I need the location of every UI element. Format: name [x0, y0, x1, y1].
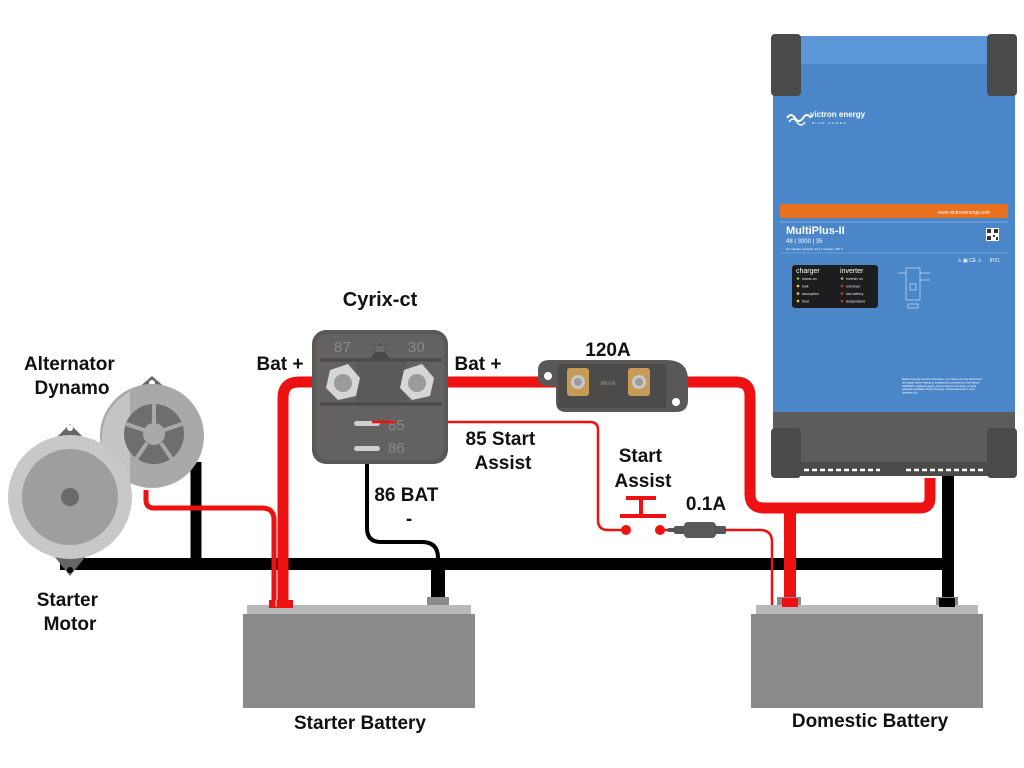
inverter-led-label: low battery [846, 292, 864, 296]
label-start-assist-switch: Start Assist [614, 446, 672, 492]
inverter-body [773, 36, 1015, 476]
positive-starter-to-relay87 [277, 376, 334, 606]
multiplus-inverter[interactable]: victron energy BLUE POWER www.victronene… [771, 34, 1017, 478]
charger-led-label: absorption [802, 292, 819, 296]
starter-battery[interactable] [243, 597, 475, 708]
negative-relay-86 [365, 450, 440, 564]
mega-fuse-120a[interactable]: MEGA [538, 360, 688, 412]
certification-icons: ⚠ ▣ CE ⚠ [957, 258, 982, 264]
relay-terminal-85-label: 85 [388, 417, 405, 434]
inverter-model: MultiPlus-II [786, 225, 845, 237]
starter-battery-terminal-neg [427, 597, 449, 607]
relay-terminal-87-label: 87 [334, 339, 351, 356]
inverter-vent-strip [801, 462, 987, 476]
label-starter-motor: Starter Motor [37, 590, 104, 635]
inline-fuse-0-1a[interactable] [668, 522, 726, 538]
domestic-battery[interactable] [751, 597, 983, 708]
inverter-spec: 48 | 3000 | 35 [786, 239, 823, 245]
label-bat-plus-right: Bat + [455, 354, 502, 375]
alternator-dynamo[interactable] [100, 376, 204, 488]
label-cyrix-ct: Cyrix-ct [343, 289, 418, 311]
victron-logo-icon [786, 114, 812, 122]
inverter-orange-stripe [780, 204, 1008, 218]
relay-terminal-30-label: 30 [408, 339, 425, 356]
label-starter-battery: Starter Battery [294, 713, 426, 734]
domestic-battery-body [751, 614, 983, 708]
positive-fuse-to-domestic [640, 376, 936, 514]
relay-terminal-87[interactable] [326, 364, 360, 400]
label-85-start-assist: 85 Start Assist [466, 429, 541, 474]
inverter-bracket-bottom-right [987, 428, 1017, 478]
starter-motor-mount-bottom [54, 556, 86, 576]
inverter-website: www.victronenergy.com [938, 210, 990, 216]
diagram-labels: Alternator Dynamo Starter Motor Cyrix-ct… [24, 289, 949, 734]
victron-tagline: BLUE POWER [812, 121, 847, 125]
inverter-led-label: overload [846, 285, 860, 289]
inverter-heading: inverter [840, 268, 864, 275]
inverter-bracket-top-right [987, 34, 1017, 96]
inverter-led-icon [840, 292, 844, 295]
positive-alternator-cable [143, 490, 277, 606]
label-bat-plus-left: Bat + [257, 354, 304, 375]
relay-terminal-86[interactable] [354, 446, 380, 451]
charger-led-icon [796, 299, 800, 303]
start-assist-switch[interactable] [620, 496, 666, 535]
inverter-warning-text: Before charging read the instructions. F… [902, 377, 983, 395]
switch-terminal-left [621, 525, 631, 535]
start-assist-fuse-wire [660, 528, 774, 606]
inverter-bracket-top-left [771, 34, 801, 96]
starter-motor[interactable] [8, 424, 132, 576]
relay-terminal-86-label: 86 [388, 440, 405, 457]
inverter-ratings: IP21 [990, 258, 1001, 264]
negative-cables [60, 450, 954, 606]
label-fuse-0-1a: 0.1A [686, 494, 726, 515]
label-fuse-120a: 120A [585, 340, 631, 361]
start-assist-85-wire [372, 420, 624, 532]
fuse-mega-label: MEGA [601, 381, 616, 387]
charger-led-label: float [802, 300, 809, 304]
inverter-led-icon [840, 284, 844, 288]
inverter-led-icon [840, 299, 844, 303]
charger-heading: charger [796, 268, 820, 275]
charger-led-icon [796, 292, 800, 295]
wiring-schematic-icon [898, 267, 930, 309]
switch-terminal-right [655, 525, 665, 535]
label-domestic-battery: Domestic Battery [792, 711, 949, 732]
label-alternator-dynamo: Alternator Dynamo [24, 354, 120, 399]
cyrix-ct-relay[interactable]: 87 30 85 86 [312, 330, 448, 464]
label-86-bat: 86 BAT - [374, 485, 443, 530]
inverter-led-label: temperature [846, 300, 865, 304]
inverter-bracket-bottom-left [771, 428, 801, 478]
led-status-panel: charger inverter mains on bulk absorption f… [792, 265, 878, 308]
charger-led-label: mains on [802, 277, 817, 281]
inverter-led-icon [840, 277, 844, 280]
charger-led-icon [796, 284, 800, 288]
victron-logo: victron energy BLUE POWER [786, 110, 866, 126]
inverter-top-band [773, 36, 1015, 64]
victron-brand: victron energy [810, 110, 866, 119]
charger-led-label: bulk [802, 285, 809, 289]
inverter-led-label: inverter on [846, 277, 863, 281]
starter-motor-shaft [61, 488, 79, 506]
qr-code-icon [986, 228, 999, 241]
inverter-spec-sub: AC transfer capacity: 32 A / Inverter: 2… [786, 247, 843, 251]
charger-led-icon [796, 277, 800, 280]
relay-terminal-30[interactable] [400, 364, 434, 400]
